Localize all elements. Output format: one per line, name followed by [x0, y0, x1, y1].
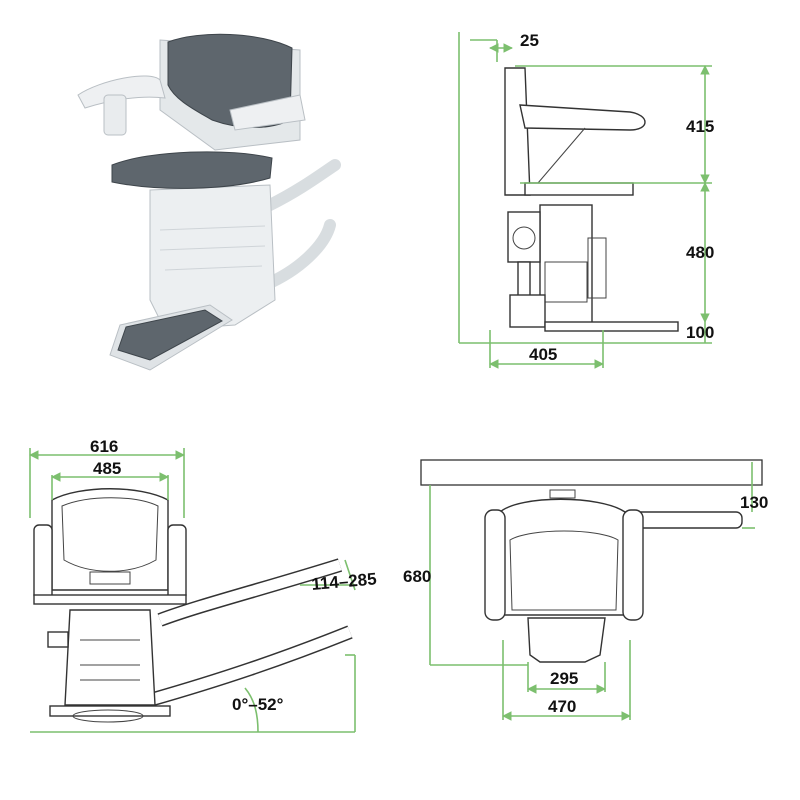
- rail-angle-label: 0°–52°: [232, 695, 284, 714]
- seat-width-label: 485: [93, 459, 121, 478]
- front-view-drawing: [33, 488, 353, 723]
- footrest-width-label: 295: [550, 669, 578, 688]
- side-view-dimensions: [458, 32, 712, 369]
- folded-depth-label: 680: [403, 567, 431, 586]
- footrest-height-label: 100: [686, 323, 714, 342]
- rail-offset-label: 130: [740, 493, 768, 512]
- top-offset-label: 25: [520, 31, 539, 50]
- backrest-height-label: 415: [686, 117, 714, 136]
- overall-width-label: 616: [90, 437, 118, 456]
- seat-height-label: 480: [686, 243, 714, 262]
- folded-width-label: 470: [548, 697, 576, 716]
- top-view-dimensions: [429, 462, 755, 721]
- top-view-drawing: [420, 459, 763, 663]
- front-view-dimensions: [29, 448, 356, 733]
- side-view-drawing: [504, 67, 679, 332]
- stairlift-product-photo: [77, 33, 341, 371]
- side-depth-label: 405: [529, 345, 557, 364]
